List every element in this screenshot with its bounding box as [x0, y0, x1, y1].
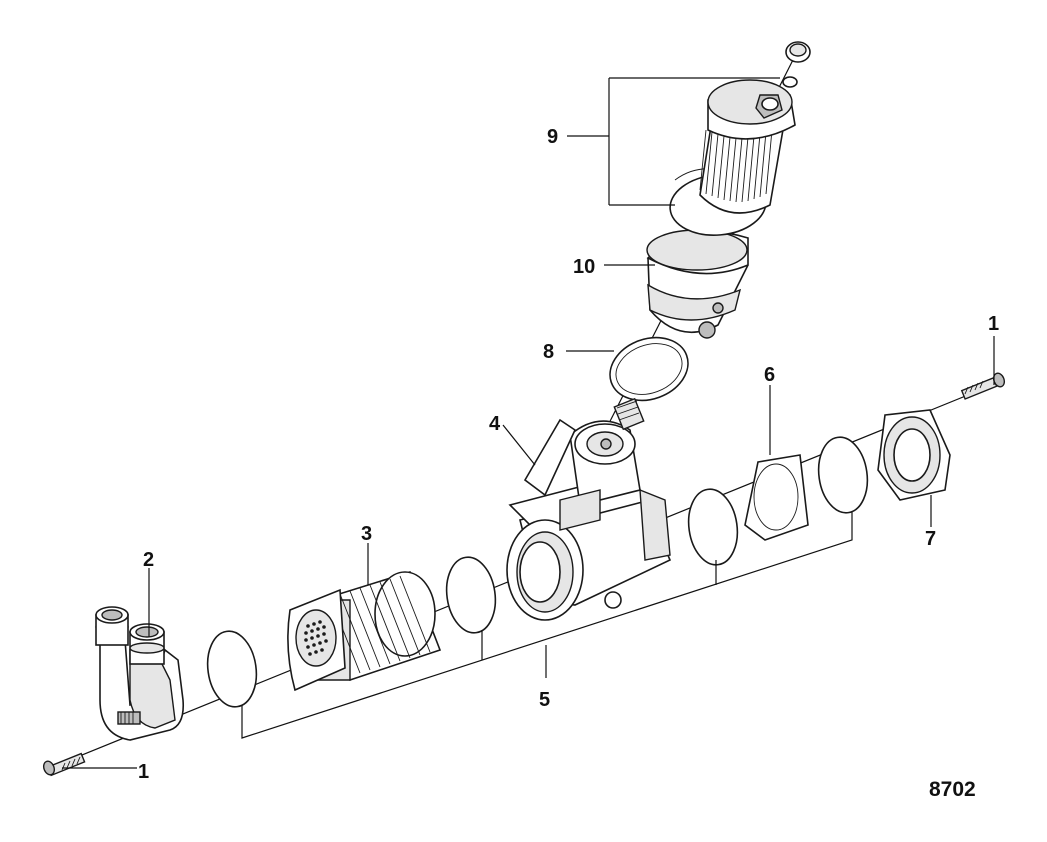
callout-7: 7 — [925, 528, 936, 550]
callout-9: 9 — [547, 126, 558, 148]
gasket-cooler-core — [445, 556, 497, 634]
cooler-core — [287, 571, 442, 692]
leader-4 — [502, 424, 536, 466]
callout-1-right: 1 — [988, 313, 999, 335]
gasket-end-cap — [817, 436, 869, 514]
leader-9 — [567, 77, 780, 206]
callout-6: 6 — [764, 364, 775, 386]
callout-4: 4 — [489, 413, 501, 435]
cooler-housing — [506, 418, 672, 621]
callout-3: 3 — [361, 523, 372, 545]
figure-id: 8702 — [929, 778, 976, 801]
gasket-left-end — [206, 630, 258, 708]
bolt-left — [42, 752, 86, 777]
end-cap — [877, 409, 951, 501]
elbow-fitting — [95, 606, 185, 741]
bracket-5 — [241, 512, 853, 739]
callout-10: 10 — [573, 256, 595, 278]
callout-1-left: 1 — [138, 761, 149, 783]
filter-cap-assembly — [669, 41, 811, 236]
callout-2: 2 — [143, 549, 154, 571]
filter-bowl — [646, 229, 749, 339]
filter-fitting — [613, 397, 645, 431]
bolt-right — [960, 372, 1006, 400]
gasket-housing-right — [687, 488, 739, 566]
callout-5: 5 — [539, 689, 550, 711]
callout-8: 8 — [543, 341, 554, 363]
o-ring — [609, 336, 689, 402]
